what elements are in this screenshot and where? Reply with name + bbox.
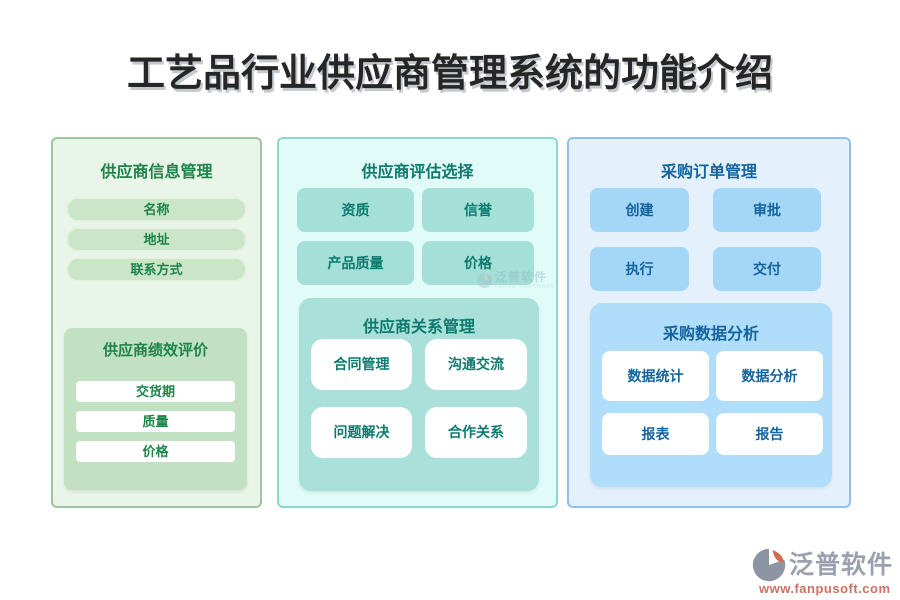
chip-execute: 执行 [590, 247, 689, 291]
chip-supplier-address: 地址 [66, 227, 247, 252]
footer-logo: 泛普软件 www.fanpusoft.com [751, 547, 900, 595]
chip-approve: 审批 [713, 188, 821, 232]
chip-qualification: 资质 [297, 188, 414, 232]
page-title: 工艺品行业供应商管理系统的功能介绍 [126, 53, 773, 95]
group-title-purchase-data-analysis: 采购数据分析 [662, 326, 759, 343]
panel-purchase-order-management: 采购订单管理 创建 审批 执行 交付 采购数据分析 数据统计 数据分析 报表 报… [567, 137, 851, 508]
chip-product-quality: 产品质量 [297, 241, 414, 285]
chip-price: 价格 [76, 441, 235, 462]
subpanel-purchase-data-analysis: 采购数据分析 数据统计 数据分析 报表 报告 [590, 303, 832, 487]
fanpu-logo-icon [752, 548, 786, 582]
chip-report-table: 报表 [602, 413, 709, 455]
fanpu-brand: 泛普软件 [789, 551, 894, 579]
group-title-supplier-evaluation: 供应商评估选择 [361, 164, 474, 181]
subpanel-supplier-relationship: 供应商关系管理 合同管理 沟通交流 问题解决 合作关系 [299, 298, 539, 491]
chip-data-statistics: 数据统计 [602, 351, 709, 401]
chip-report: 报告 [716, 413, 823, 455]
group-title-supplier-relationship: 供应商关系管理 [362, 319, 475, 336]
chip-supplier-contact: 联系方式 [66, 257, 247, 282]
chip-problem-solving: 问题解决 [311, 407, 412, 458]
chip-delivery-period: 交货期 [76, 381, 235, 402]
panel-supplier-evaluation-selection: 供应商评估选择 资质 信誉 产品质量 价格 供应商关系管理 合同管理 沟通交流 … [277, 137, 558, 508]
chip-quality: 质量 [76, 411, 235, 432]
panel-supplier-info-management: 供应商信息管理 名称 地址 联系方式 供应商绩效评价 交货期 质量 价格 [51, 137, 262, 508]
chip-eval-price: 价格 [422, 241, 534, 285]
subpanel-performance-evaluation: 供应商绩效评价 交货期 质量 价格 [64, 328, 247, 490]
chip-data-analysis: 数据分析 [716, 351, 823, 401]
chip-deliver: 交付 [713, 247, 821, 291]
chip-contract-management: 合同管理 [311, 339, 412, 390]
chip-cooperation: 合作关系 [425, 407, 527, 458]
chip-reputation: 信誉 [422, 188, 534, 232]
group-title-purchase-order: 采购订单管理 [660, 164, 757, 181]
group-title-supplier-info: 供应商信息管理 [100, 164, 213, 181]
chip-supplier-name: 名称 [66, 197, 247, 222]
fanpu-url-link[interactable]: www.fanpusoft.com [759, 581, 891, 596]
chip-create: 创建 [590, 188, 689, 232]
chip-communication: 沟通交流 [425, 339, 527, 390]
group-title-performance-evaluation: 供应商绩效评价 [102, 342, 208, 359]
